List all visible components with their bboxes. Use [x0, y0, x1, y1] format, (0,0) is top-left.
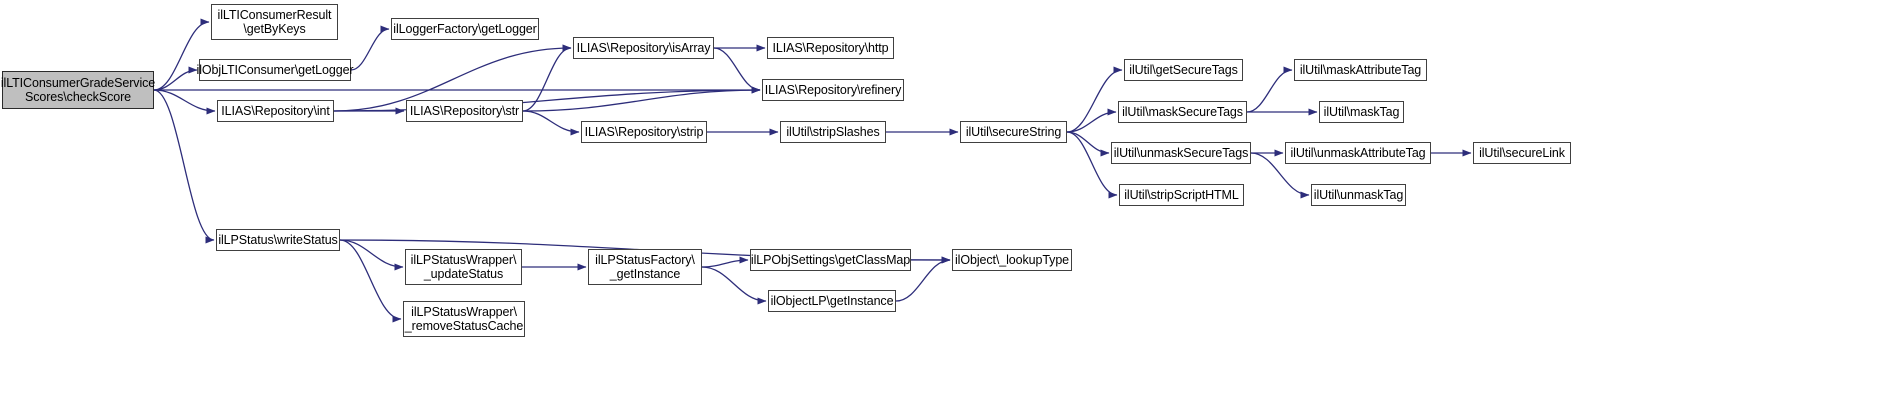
graph-edge-root-to-objLtiGetLogger [153, 66, 198, 91]
graph-node-maskSecureTags[interactable]: ilUtil\maskSecureTags [1118, 101, 1247, 123]
graph-edge-writeStatus-to-updateStatus [339, 239, 404, 271]
graph-edge-repoStr-to-repoStrip [522, 110, 580, 136]
graph-edge-secureString-to-stripScriptHTML [1066, 131, 1118, 199]
graph-node-repoInt[interactable]: ILIAS\Repository\int [217, 100, 334, 122]
graph-node-repoStrip[interactable]: ILIAS\Repository\strip [581, 121, 707, 143]
graph-node-writeStatus[interactable]: ilLPStatus\writeStatus [216, 229, 340, 251]
graph-edge-secureString-to-getSecureTags [1066, 66, 1123, 133]
graph-node-stripSlashes[interactable]: ilUtil\stripSlashes [780, 121, 886, 143]
graph-edge-maskSecureTags-to-maskAttributeTag [1246, 66, 1293, 113]
graph-node-objectLpGetInst[interactable]: ilObjectLP\getInstance [768, 290, 896, 312]
graph-edge-secureString-to-maskSecureTags [1066, 108, 1117, 133]
graph-node-objLtiGetLogger[interactable]: ilObjLTIConsumer\getLogger [197, 59, 354, 81]
graph-node-updateStatus[interactable]: ilLPStatusWrapper\ _updateStatus [405, 249, 522, 285]
graph-node-stripScriptHTML[interactable]: ilUtil\stripScriptHTML [1119, 184, 1244, 206]
graph-node-repoHttp[interactable]: ILIAS\Repository\http [767, 37, 894, 59]
graph-node-lookupType[interactable]: ilObject\_lookupType [952, 249, 1072, 271]
graph-node-secureLink[interactable]: ilUtil\secureLink [1473, 142, 1571, 164]
graph-node-getClassMap[interactable]: ilLPObjSettings\getClassMap [750, 249, 911, 271]
graph-node-lpFactory[interactable]: ilLPStatusFactory\ _getInstance [588, 249, 702, 285]
graph-node-unmaskAttributeTag[interactable]: ilUtil\unmaskAttributeTag [1285, 142, 1431, 164]
graph-edge-root-to-repoInt [153, 89, 216, 115]
graph-edge-repoStr-to-repoIsArray [522, 44, 572, 112]
graph-node-getByKeys[interactable]: ilLTIConsumerResult \getByKeys [211, 4, 338, 40]
graph-edge-repoIsArray-to-repoRefinery [713, 47, 761, 94]
graph-node-maskTag[interactable]: ilUtil\maskTag [1319, 101, 1404, 123]
graph-edge-root-to-writeStatus [153, 89, 215, 244]
graph-node-getSecureTags[interactable]: ilUtil\getSecureTags [1124, 59, 1243, 81]
graph-edge-repoStr-to-repoRefinery [522, 86, 761, 112]
graph-node-root[interactable]: ilLTIConsumerGradeService Scores\checkSc… [1, 71, 155, 109]
graph-edge-repoInt-to-repoRefinery [333, 86, 761, 112]
graph-edge-writeStatus-to-removeStatusCache [339, 239, 402, 323]
graph-node-unmaskSecureTags[interactable]: ilUtil\unmaskSecureTags [1111, 142, 1251, 164]
graph-edge-secureString-to-unmaskSecureTags [1066, 131, 1110, 157]
graph-node-getLoggerFactory[interactable]: ilLoggerFactory\getLogger [391, 18, 539, 40]
graph-node-repoStr[interactable]: ILIAS\Repository\str [406, 100, 523, 122]
graph-node-repoIsArray[interactable]: ILIAS\Repository\isArray [573, 37, 714, 59]
graph-node-repoRefinery[interactable]: ILIAS\Repository\refinery [762, 79, 904, 101]
graph-node-unmaskTag[interactable]: ilUtil\unmaskTag [1311, 184, 1406, 206]
graph-edge-lpFactory-to-getClassMap [701, 256, 749, 268]
graph-node-maskAttributeTag[interactable]: ilUtil\maskAttributeTag [1294, 59, 1427, 81]
graph-node-removeStatusCache[interactable]: ilLPStatusWrapper\ _removeStatusCache [403, 301, 525, 337]
graph-edge-objLtiGetLogger-to-getLoggerFactory [350, 25, 390, 71]
graph-node-secureString[interactable]: ilUtil\secureString [960, 121, 1067, 143]
graph-edge-lpFactory-to-objectLpGetInst [701, 266, 767, 305]
